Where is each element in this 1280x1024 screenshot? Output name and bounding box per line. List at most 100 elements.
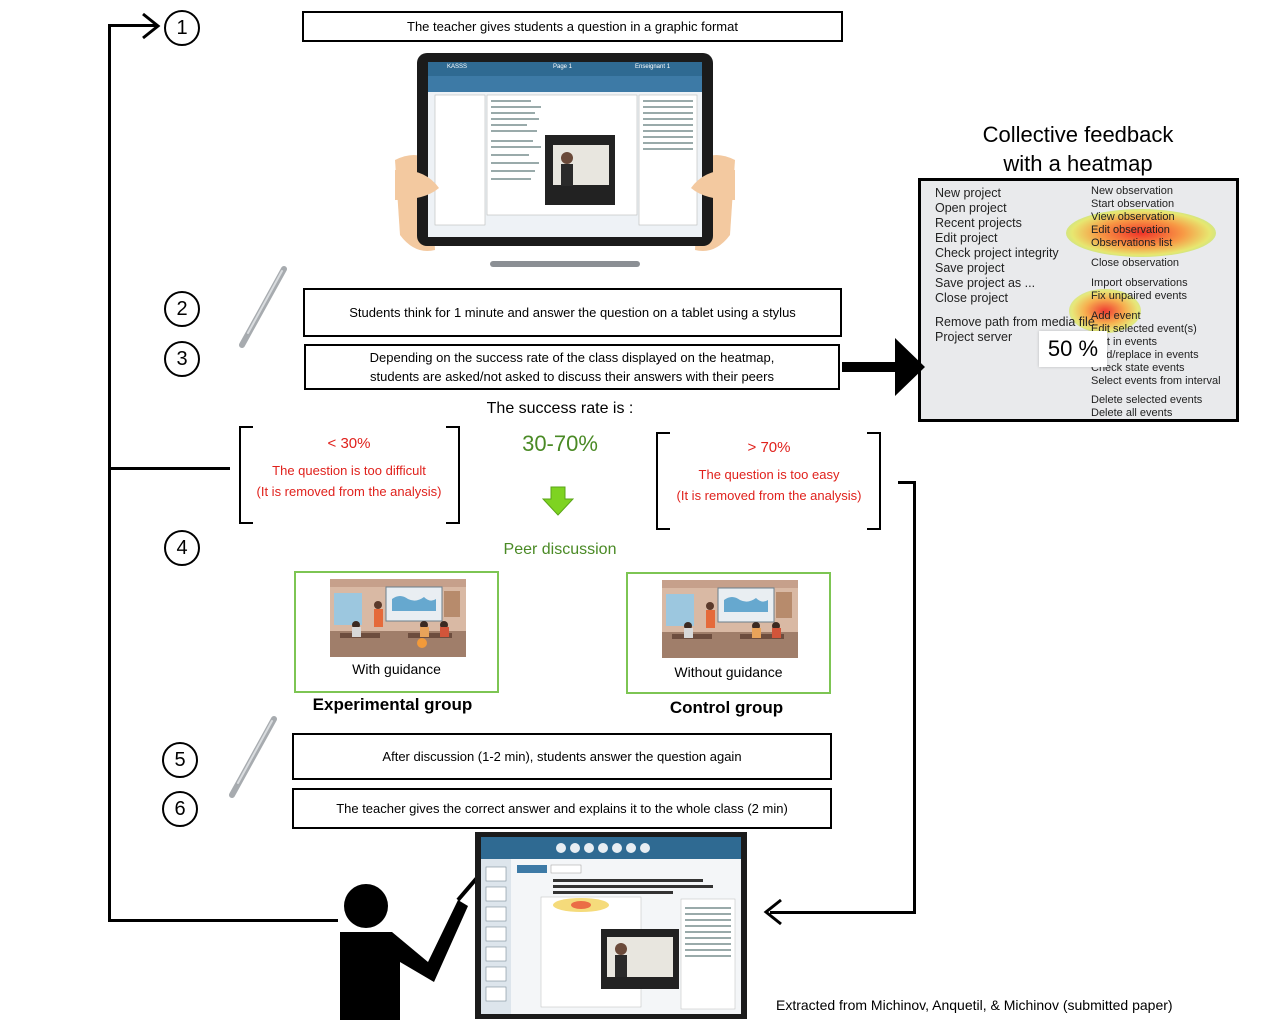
menu-item: Remove path from media file	[935, 315, 1095, 329]
low-reason: The question is too difficult	[272, 463, 426, 478]
menu-item: New observation	[1091, 185, 1173, 197]
loop-line-vertical	[108, 24, 111, 921]
high-reason: The question is too easy	[698, 467, 840, 482]
menu-item: Import observations	[1091, 277, 1188, 289]
menu-item: Recent projects	[935, 216, 1022, 230]
step6-text: The teacher gives the correct answer and…	[336, 801, 788, 816]
step-number-label: 4	[176, 536, 188, 559]
classroom-image	[330, 579, 466, 657]
loop-line-middle	[108, 467, 230, 470]
experimental-group-label: Experimental group	[312, 695, 473, 714]
arrow-to-heatmap-head	[895, 338, 925, 396]
step-number: 6	[162, 791, 198, 827]
step-number: 1	[164, 10, 200, 46]
tablet-page-title: Page 1	[553, 64, 573, 70]
step3-text-line2: students are asked/not asked to discuss …	[370, 369, 774, 384]
experimental-scene: With guidance	[294, 571, 499, 693]
menu-item: Find/replace in events	[1091, 349, 1199, 361]
menu-item: Delete selected events	[1091, 394, 1203, 406]
peer-discussion-title: Peer discussion	[503, 541, 617, 558]
tablet-image	[395, 53, 735, 267]
step5-text: After discussion (1-2 min), students ans…	[382, 749, 742, 764]
menu-item: Select events from interval	[1091, 375, 1221, 387]
loop-arrowhead	[142, 12, 161, 40]
right-line-vertical	[913, 481, 916, 914]
step3-text-line1: Depending on the success rate of the cla…	[369, 350, 775, 365]
heatmap-title-line1: Collective feedback	[982, 122, 1174, 147]
bracket-high-right	[867, 432, 881, 530]
menu-item: Edit project	[935, 231, 998, 245]
step2-text: Students think for 1 minute and answer t…	[349, 305, 796, 320]
success-rate-title: The success rate is :	[486, 400, 634, 417]
step-number-label: 3	[176, 347, 188, 370]
menu-item: Observations list	[1091, 237, 1173, 249]
menu-item: Check project integrity	[935, 246, 1059, 260]
bracket-low-left	[239, 426, 253, 524]
menu-item: Save project as ...	[935, 276, 1036, 290]
menu-item: New project	[935, 186, 1001, 200]
right-line-bottom	[770, 911, 916, 914]
menu-item: Fix unpaired events	[1091, 290, 1187, 302]
bracket-high-left	[656, 432, 670, 530]
stylus-icon	[239, 266, 287, 348]
step2-box: Students think for 1 minute and answer t…	[303, 288, 842, 337]
control-group-label: Control group	[669, 698, 784, 717]
heat-blob-1	[1066, 209, 1216, 257]
teacher-screen	[475, 832, 747, 1019]
arrow-to-heatmap-shaft	[842, 362, 902, 372]
heatmap-panel: New project Open project Recent projects…	[918, 178, 1239, 422]
heatmap-percent-value: 50 %	[1047, 336, 1099, 361]
teacher-icon	[340, 870, 484, 1020]
loop-line-bottom	[108, 919, 338, 922]
menu-item: Close observation	[1091, 257, 1180, 269]
heatmap-title-line2: with a heatmap	[1003, 151, 1153, 176]
step6-box: The teacher gives the correct answer and…	[292, 788, 832, 829]
step-number-label: 5	[174, 748, 186, 771]
right-line-top	[898, 481, 916, 484]
heatmap-percent: 50 %	[1039, 331, 1107, 367]
tablet-app-name: KASSS	[447, 64, 468, 70]
low-threshold: < 30%	[327, 435, 371, 452]
experimental-caption: With guidance	[352, 661, 441, 677]
heatmap-title: Collective feedback with a heatmap	[930, 120, 1226, 178]
high-threshold: > 70%	[747, 439, 791, 456]
low-success-block: < 30% The question is too difficult (It …	[240, 433, 458, 502]
teacher-screen-image	[481, 837, 741, 1014]
menu-item: Edit in events	[1091, 336, 1158, 348]
control-scene: Without guidance	[626, 572, 831, 694]
step-number: 4	[164, 530, 200, 566]
high-note: (It is removed from the analysis)	[676, 488, 862, 503]
menu-item: Check state events	[1091, 362, 1185, 374]
step-number: 3	[164, 341, 200, 377]
menu-item: Save project	[935, 261, 1005, 275]
down-arrow-icon	[542, 486, 574, 516]
menu-item: Add event	[1091, 310, 1141, 322]
low-note: (It is removed from the analysis)	[256, 484, 442, 499]
step5-box: After discussion (1-2 min), students ans…	[292, 733, 832, 780]
heat-blob-2	[1069, 289, 1141, 333]
mid-threshold: 30-70%	[522, 431, 598, 456]
step-number-label: 1	[176, 16, 188, 39]
step1-text: The teacher gives students a question in…	[407, 19, 738, 34]
stylus-icon	[229, 716, 277, 798]
step3-box: Depending on the success rate of the cla…	[304, 344, 840, 390]
menu-item: View observation	[1091, 211, 1175, 223]
bracket-low-right	[446, 426, 460, 524]
menu-item: Edit observation	[1091, 224, 1170, 236]
loop-line-top	[108, 24, 156, 27]
step-number-label: 6	[174, 797, 186, 820]
control-caption: Without guidance	[674, 664, 783, 680]
citation: Extracted from Michinov, Anquetil, & Mic…	[776, 997, 1173, 1013]
step-number: 2	[164, 291, 200, 327]
high-success-block: > 70% The question is too easy (It is re…	[658, 437, 880, 506]
step-number-label: 2	[176, 297, 188, 320]
menu-item: Edit selected event(s)	[1091, 323, 1197, 335]
menu-item: Close project	[935, 291, 1008, 305]
menu-item: Open project	[935, 201, 1007, 215]
classroom-image	[662, 580, 798, 658]
menu-item: Delete all events	[1091, 407, 1173, 419]
menu-item: Start observation	[1091, 198, 1175, 210]
tablet-user: Enseignant 1	[635, 64, 671, 70]
step-number: 5	[162, 742, 198, 778]
step1-box: The teacher gives students a question in…	[302, 11, 843, 42]
